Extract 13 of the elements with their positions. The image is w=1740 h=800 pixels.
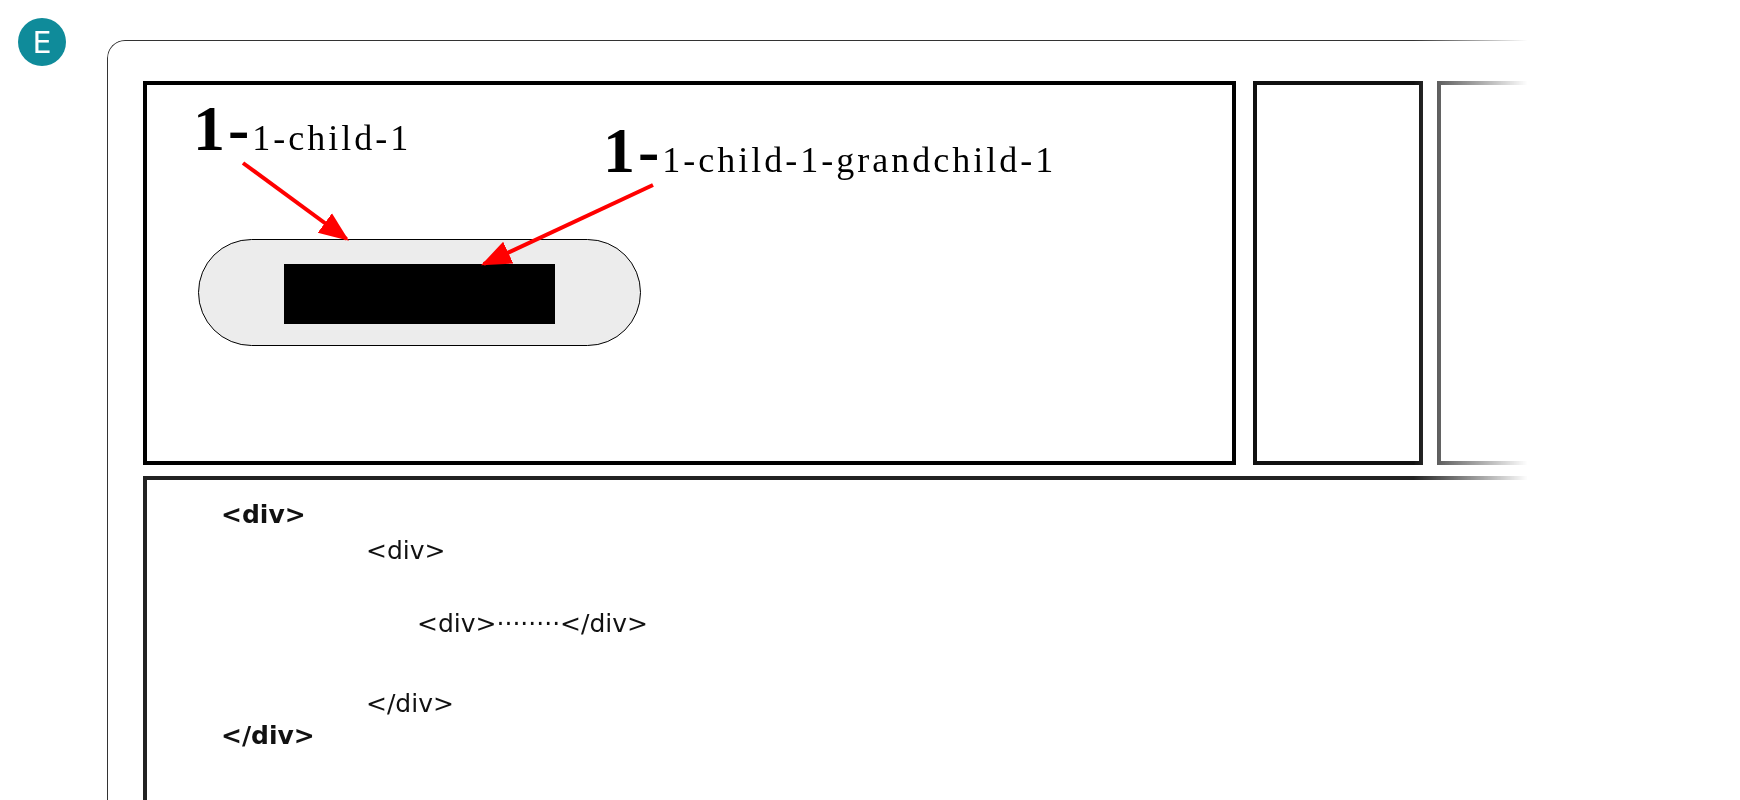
letter-badge: E [18, 18, 66, 66]
content-panel [143, 81, 1236, 465]
side-panel [1253, 81, 1423, 465]
code-line: <div> [366, 536, 446, 565]
leader-arrow [241, 161, 349, 241]
callout-label: 1-1-child-1 [193, 97, 412, 161]
inner-block [284, 264, 555, 324]
leader-arrow [481, 183, 654, 266]
callout-label: 1-1-child-1-grandchild-1 [603, 119, 1057, 183]
code-line: <div>········</div> [417, 609, 648, 638]
code-line: <div> [221, 500, 306, 529]
code-line: </div> [366, 689, 454, 718]
code-line: </div> [221, 721, 315, 750]
